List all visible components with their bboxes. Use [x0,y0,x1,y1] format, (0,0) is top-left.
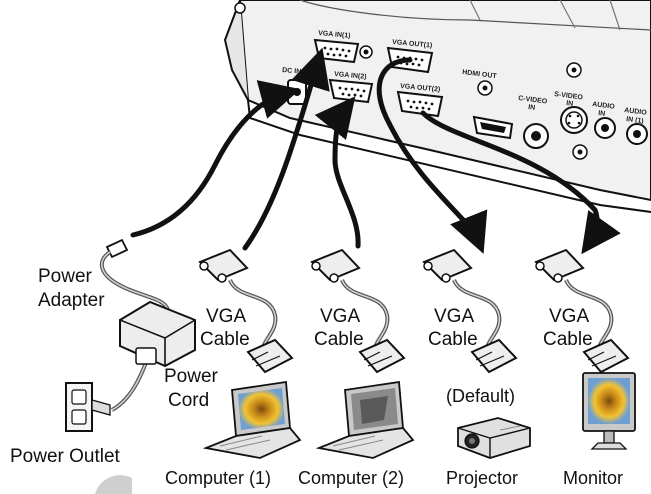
power-connection-arrow [130,80,301,238]
vga-cable-3 [422,248,518,374]
computer-1-label: Computer (1) [165,468,272,488]
audio-in-1-port-label-line1: AUDIO [624,107,648,117]
vga-out-2-connection-arrow [420,110,621,255]
audio-in-1-port [626,123,648,145]
monitor-icon [582,372,636,450]
vga-cable-2-label-line1: VGA [320,306,361,327]
vga-in-1-port-label: VGA IN(1) [318,30,351,40]
vga-cable-2-label-line2: Cable [314,329,364,350]
s-video-in-port-label-line1: S-VIDEO [554,91,584,102]
projector-icon [457,417,531,459]
audio-in-1-port-label-line2: IN (1) [626,116,644,125]
c-video-in-port-label-line2: IN [528,104,536,112]
default-tag-label: (Default) [446,386,516,406]
power-outlet-label: Power Outlet [10,446,120,467]
hdmi-out-port-label: HDMI OUT [462,69,498,80]
laptop-1-icon [202,380,302,459]
vga-out-2-port [396,90,444,118]
audio-in-port-label-line2: IN [598,110,606,118]
page-corner-shape [95,475,132,494]
vga-in-2-port-label: VGA IN(2) [334,71,367,81]
vga-in-2-connection-arrow [314,96,361,249]
computer-2-label: Computer (2) [298,468,405,488]
monitor-label: Monitor [563,468,624,488]
vga-cable-1 [198,248,294,374]
projector-label: Projector [446,468,519,488]
c-video-in-port-label-line1: C-VIDEO [518,95,548,106]
vga-cable-4-label-line2: Cable [543,329,593,350]
power-outlet [65,382,111,432]
vga-cable-4-label-line1: VGA [549,306,590,327]
vga-out-2-port-label: VGA OUT(2) [400,83,441,93]
power-adapter [99,238,196,412]
dc-in-port [287,79,307,105]
vga-in-1-connection-arrow [242,47,330,251]
vga-cable-4 [534,248,630,374]
c-video-in-port [523,123,549,149]
power-cord-label-line1: Power [164,366,218,387]
audio-in-port-label-line1: AUDIO [592,101,616,111]
audio-in-port [594,117,616,139]
power-cord-label-line2: Cord [168,390,210,411]
hdmi-out-port [472,80,514,140]
laptop-2-icon [315,380,415,459]
vga-in-1-port [313,38,360,64]
vga-cable-1-label-line1: VGA [206,306,247,327]
power-adapter-label-line2: Adapter [38,290,105,311]
vga-out-1-connection-arrow [376,57,488,254]
s-video-in-port [560,106,588,134]
power-adapter-label-line1: Power [38,266,92,287]
vga-out-1-port-label: VGA OUT(1) [392,39,433,49]
vga-cable-1-label-line2: Cable [200,329,250,350]
vga-cable-3-label-line1: VGA [434,306,475,327]
vga-cable-2 [310,248,406,374]
s-video-in-port-label-line2: IN [566,100,574,108]
vga-in-2-port [328,78,374,104]
vga-cable-3-label-line2: Cable [428,329,478,350]
